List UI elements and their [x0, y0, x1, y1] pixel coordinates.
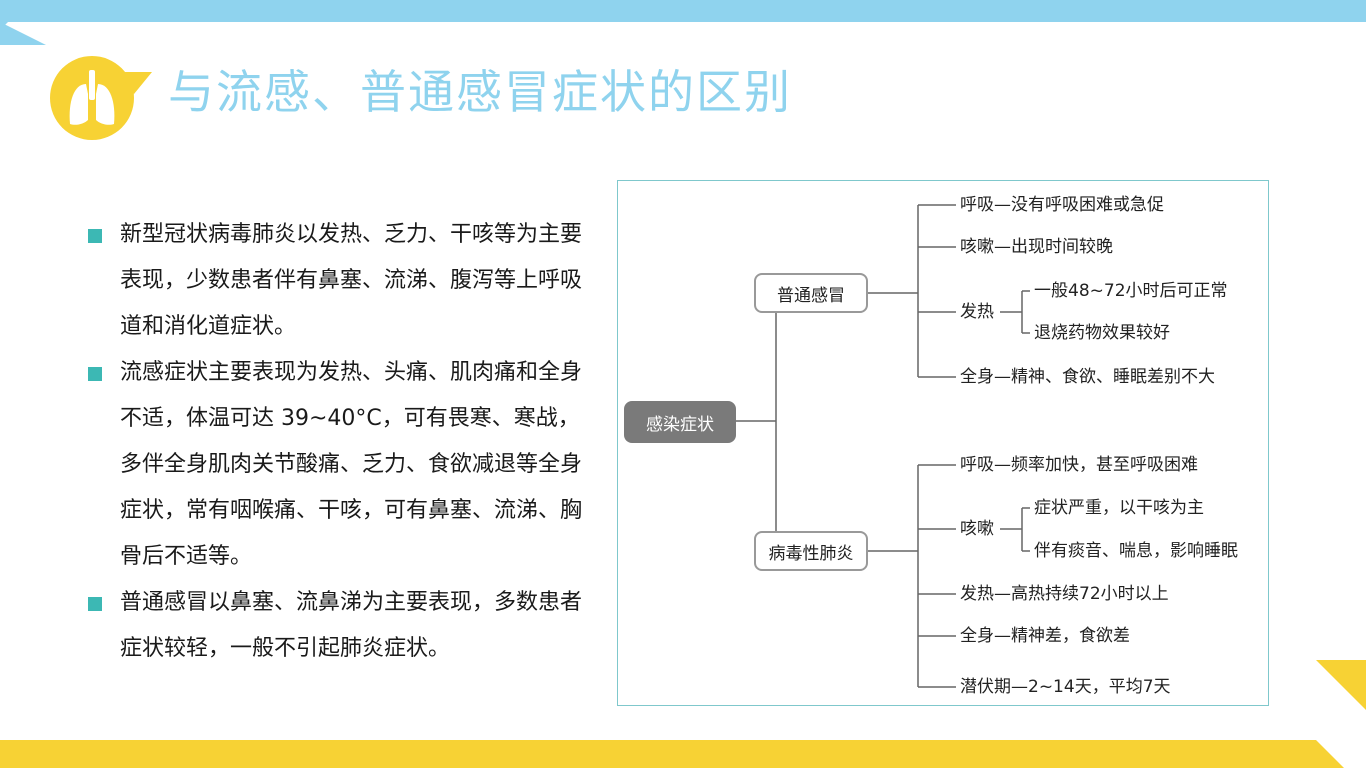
bullet-item-cold: 普通感冒以鼻塞、流鼻涕为主要表现，多数患者症状较轻，一般不引起肺炎症状。 — [88, 580, 588, 672]
bullet-item-covid: 新型冠状病毒肺炎以发热、乏力、干咳等为主要表现，少数患者伴有鼻塞、流涕、腹泻等上… — [88, 212, 588, 350]
bullet-item-flu: 流感症状主要表现为发热、头痛、肌肉痛和全身不适，体温可达 39~40°C，可有畏… — [88, 350, 588, 580]
bullet-text: 流感症状主要表现为发热、头痛、肌肉痛和全身不适，体温可达 39~40°C，可有畏… — [120, 360, 583, 569]
pneumonia-cough-label: 咳嗽 — [960, 519, 994, 539]
cold-breathing: 呼吸—没有呼吸困难或急促 — [960, 195, 1164, 215]
pneumonia-body: 全身—精神差，食欲差 — [960, 626, 1130, 646]
page-title: 与流感、普通感冒症状的区别 — [168, 65, 792, 119]
lungs-icon — [50, 56, 152, 140]
pneumonia-breathing: 呼吸—频率加快，甚至呼吸困难 — [960, 455, 1198, 475]
bullet-list: 新型冠状病毒肺炎以发热、乏力、干咳等为主要表现，少数患者伴有鼻塞、流涕、腹泻等上… — [88, 212, 588, 672]
square-bullet-icon — [88, 597, 102, 611]
cold-cough: 咳嗽—出现时间较晚 — [960, 237, 1113, 257]
symptom-mindmap: 感染症状 普通感冒 病毒性肺炎 呼吸—没有呼吸困难或急促 咳嗽—出现时间较晚 发… — [617, 180, 1269, 706]
mindmap-node-common-cold: 普通感冒 — [754, 273, 868, 313]
square-bullet-icon — [88, 229, 102, 243]
pneumonia-incubation: 潜伏期—2~14天，平均7天 — [960, 677, 1171, 697]
mindmap-node-viral-pneumonia: 病毒性肺炎 — [754, 531, 868, 571]
top-decor-bar — [0, 0, 1366, 45]
bullet-text: 新型冠状病毒肺炎以发热、乏力、干咳等为主要表现，少数患者伴有鼻塞、流涕、腹泻等上… — [120, 222, 583, 339]
bottom-decor-bar — [0, 740, 1344, 768]
bullet-text: 普通感冒以鼻塞、流鼻涕为主要表现，多数患者症状较轻，一般不引起肺炎症状。 — [120, 590, 583, 661]
mindmap-connectors — [736, 204, 1030, 688]
cold-fever-label: 发热 — [960, 302, 994, 322]
corner-decor-triangle — [1316, 660, 1366, 710]
pneumonia-cough-1: 症状严重，以干咳为主 — [1034, 498, 1204, 518]
cold-body: 全身—精神、食欲、睡眠差别不大 — [960, 367, 1215, 387]
cold-fever-1: 一般48~72小时后可正常 — [1034, 281, 1228, 301]
pneumonia-cough-2: 伴有痰音、喘息，影响睡眠 — [1034, 541, 1238, 561]
mindmap-root-node: 感染症状 — [624, 401, 736, 443]
pneumonia-fever: 发热—高热持续72小时以上 — [960, 584, 1169, 604]
cold-fever-2: 退烧药物效果较好 — [1034, 323, 1170, 343]
square-bullet-icon — [88, 367, 102, 381]
